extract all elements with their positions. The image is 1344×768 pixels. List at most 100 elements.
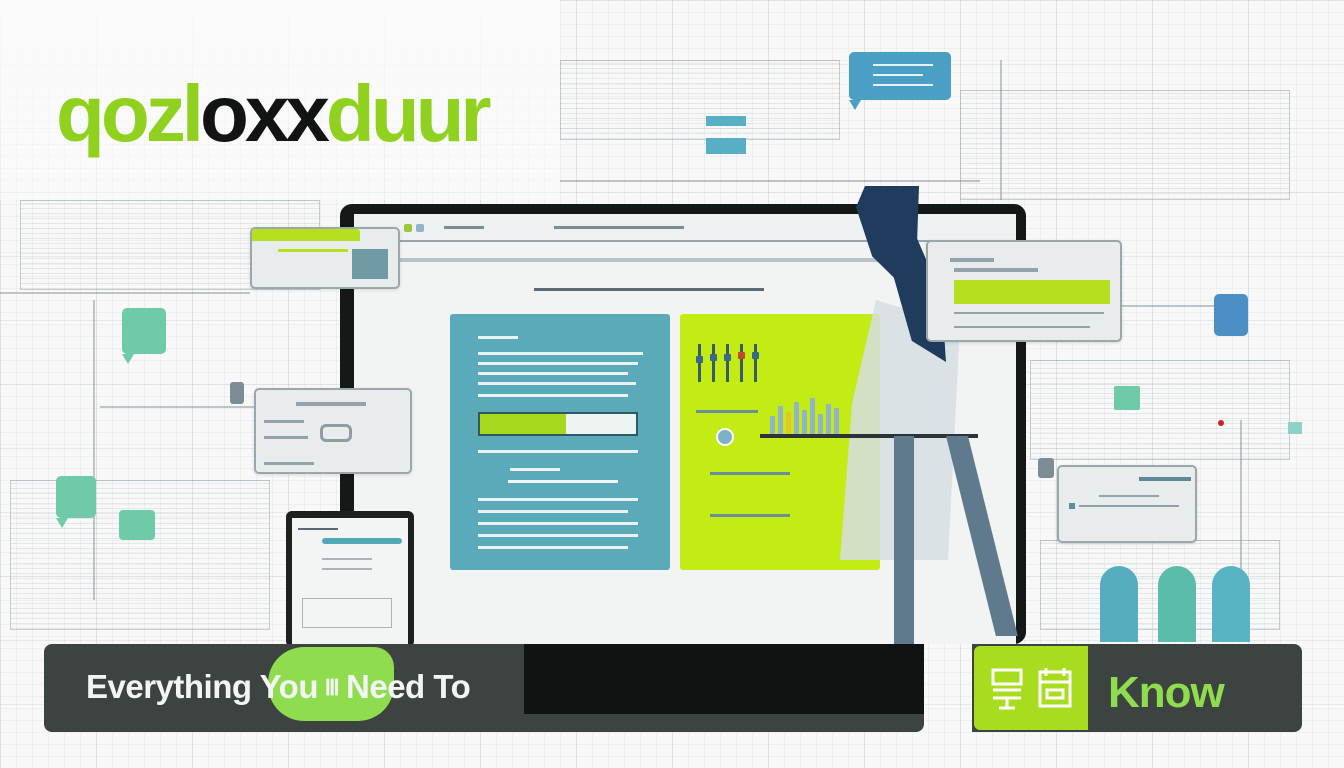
text-line <box>954 312 1104 314</box>
form-label <box>950 258 994 262</box>
wire <box>0 292 250 294</box>
background-fade <box>0 0 560 200</box>
logo-part-green: duur <box>325 69 492 158</box>
logo-part-green: qozl <box>56 69 204 158</box>
toolbar-icon <box>404 224 412 232</box>
blueprint-block <box>1030 360 1290 460</box>
checkbox-icon[interactable] <box>1069 503 1075 509</box>
form-field <box>954 268 1038 272</box>
text-line <box>478 372 628 375</box>
slider-knob <box>738 352 745 359</box>
text-line <box>264 420 304 423</box>
blueprint-block <box>10 480 270 630</box>
left-dialog[interactable] <box>254 388 412 474</box>
wire <box>1240 420 1242 640</box>
accent-word: Know <box>1108 668 1225 717</box>
slider-knob <box>752 352 759 359</box>
highlighted-row <box>478 412 638 436</box>
bar-chart <box>770 394 839 434</box>
wire <box>1120 305 1220 307</box>
dialog-title <box>1139 477 1191 481</box>
text-line <box>264 462 314 465</box>
top-left-dialog[interactable] <box>250 227 400 289</box>
chip <box>706 116 746 126</box>
tagline-word: Need To <box>346 668 471 705</box>
tablet-screen[interactable] <box>292 518 408 644</box>
connector-tab <box>230 382 244 404</box>
text-line <box>508 480 618 483</box>
standing-desk <box>760 434 978 438</box>
text-line <box>478 534 638 537</box>
wire <box>100 406 260 408</box>
toolbar-icon <box>416 224 424 232</box>
badge-icon <box>320 424 352 442</box>
document-icon <box>991 668 1023 710</box>
slider-knob <box>710 354 717 361</box>
text-line <box>478 394 628 397</box>
pill-chart-bar <box>1212 566 1250 642</box>
text-line <box>510 468 560 471</box>
chat-bubble <box>849 52 951 110</box>
text-line <box>1079 505 1179 507</box>
note-card <box>1114 386 1140 410</box>
slider-knob <box>724 354 731 361</box>
small-chip <box>1288 422 1302 434</box>
connector-tab <box>1038 458 1054 478</box>
address-bar <box>554 226 684 229</box>
progress-line <box>278 249 348 252</box>
pill-chart-bar <box>1100 566 1138 642</box>
chart-axis <box>696 410 758 413</box>
separator-glyph: Ⅲ <box>324 675 340 700</box>
text-line <box>322 568 372 570</box>
highlight-blob <box>268 647 394 721</box>
icon-box <box>974 646 1088 730</box>
slider <box>726 344 729 382</box>
note-card <box>119 510 155 540</box>
note-card-blue <box>1214 294 1248 336</box>
text-line <box>264 436 308 439</box>
pill-chart-bar <box>1158 566 1196 642</box>
text-line <box>478 522 638 525</box>
wire <box>1000 60 1002 200</box>
slider <box>698 344 701 382</box>
slider <box>740 344 743 382</box>
chip <box>706 138 746 154</box>
brand-logo: qozloxxduur <box>56 74 492 154</box>
slider-knob <box>696 356 703 363</box>
logo-part-black: oxx <box>199 69 330 158</box>
text-line <box>1099 495 1159 497</box>
blueprint-block <box>960 90 1290 200</box>
text-line <box>478 352 643 355</box>
alert-dot <box>1218 420 1224 426</box>
text-line <box>478 510 628 513</box>
chart-axis <box>710 514 790 517</box>
text-line <box>298 528 338 530</box>
tagline-word: Everything <box>86 668 252 705</box>
text-line <box>478 336 518 339</box>
progress-line <box>534 288 764 291</box>
progress-bar <box>322 538 402 544</box>
chat-bubble <box>122 308 166 364</box>
right-lower-dialog[interactable] <box>1057 465 1197 543</box>
chat-bubble <box>56 476 96 528</box>
monitor-base <box>524 644 924 714</box>
text-line <box>322 558 372 560</box>
dialog-titlebar <box>252 229 360 241</box>
highlight-field[interactable] <box>954 280 1110 304</box>
calendar-grid-icon <box>1038 668 1072 708</box>
wire <box>93 300 95 600</box>
text-line <box>478 546 628 549</box>
text-line <box>478 362 638 365</box>
dialog-sidebar <box>352 249 388 279</box>
slider <box>754 344 757 382</box>
text-line <box>478 450 638 453</box>
dialog-title <box>296 402 366 406</box>
chart-axis <box>710 472 790 475</box>
globe-icon <box>716 428 734 446</box>
wire <box>560 180 980 182</box>
right-form-dialog[interactable] <box>926 240 1122 342</box>
tagline-word: You <box>259 668 319 705</box>
blueprint-block <box>560 60 840 140</box>
document-panel <box>450 314 670 570</box>
